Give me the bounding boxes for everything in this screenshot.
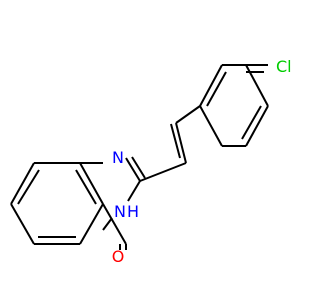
- bond-c7-c6: [10, 203, 35, 245]
- bond-c2-n3: [127, 180, 141, 202]
- oxygen-atom-label: O: [112, 247, 125, 266]
- bond-n1-c2: [125, 157, 141, 182]
- bond-vinyl-phenyl: [175, 105, 201, 124]
- n1-atom-label: N: [112, 148, 124, 167]
- bond-c2-vinyl: [139, 162, 187, 182]
- bond-n1-c2-inner: [131, 156, 146, 179]
- bond-ph-c6-c1: [199, 105, 223, 147]
- bond-ph-c1-c2-inner: [206, 71, 227, 107]
- bond-c8-c7: [10, 162, 35, 205]
- bond-c4a-c4: [102, 203, 127, 245]
- n3-hydrogen-label: H: [127, 202, 139, 221]
- chlorine-atom-label: Cl: [276, 57, 292, 76]
- bond-ph-c4-c5: [245, 105, 269, 147]
- bond-n3-c4: [102, 217, 113, 231]
- bond-vinyl-double: [175, 122, 187, 164]
- bond-vinyl-double-inner: [170, 123, 181, 159]
- bond-c4a-c8a: [79, 162, 104, 205]
- bond-c5-c4a: [79, 203, 104, 245]
- bond-ph-c4-c5-inner: [241, 105, 262, 140]
- bond-layer: [10, 64, 269, 250]
- n3-atom-label: N: [114, 202, 126, 221]
- bond-c8-c7-inner: [17, 169, 40, 205]
- structure-diagram: Cl N N H O: [10, 57, 292, 266]
- bond-ph-c1-c2: [199, 64, 223, 107]
- bond-c4a-c8a-inner: [75, 169, 97, 205]
